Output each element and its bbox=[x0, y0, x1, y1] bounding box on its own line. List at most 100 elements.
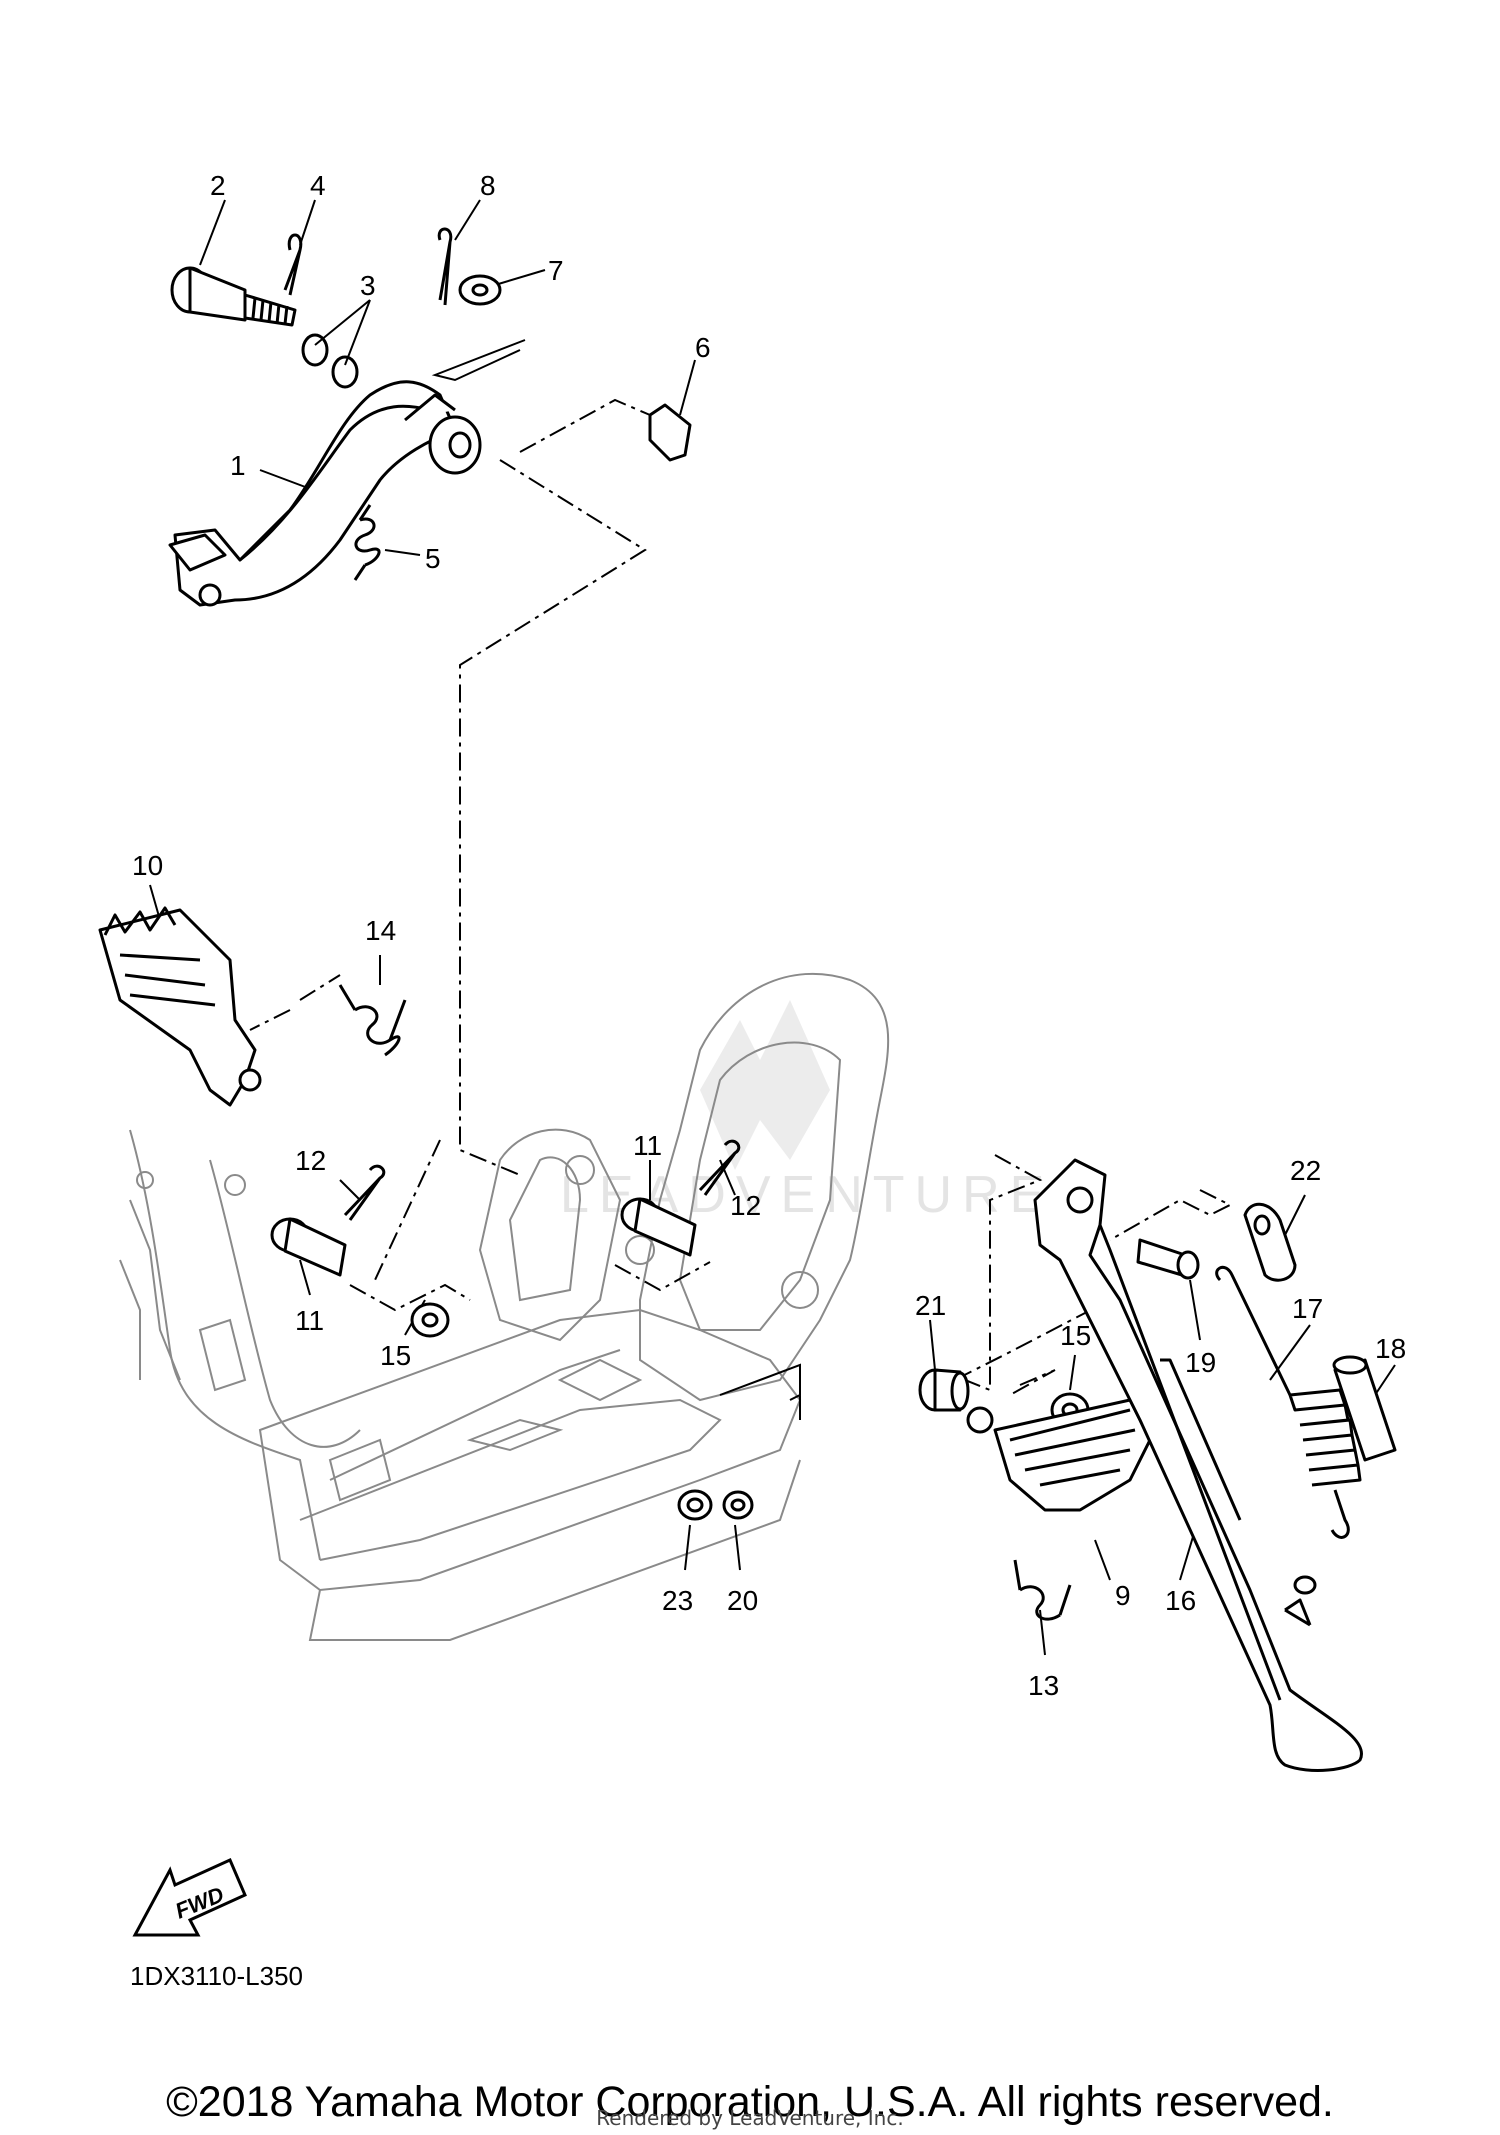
part-19-bolt bbox=[1136, 1238, 1200, 1280]
part-13-spring bbox=[1013, 1559, 1072, 1621]
ref-line-21 bbox=[924, 1299, 1111, 1396]
frame-hole-5 bbox=[136, 1171, 154, 1189]
callout-2: 2 bbox=[210, 170, 226, 201]
frame-bracket bbox=[198, 1318, 392, 1502]
part-2-pivot-shaft bbox=[170, 266, 297, 327]
part-1-pedal-pivot bbox=[198, 583, 222, 607]
part-7-washer bbox=[458, 274, 502, 306]
leader-22 bbox=[1284, 1194, 1306, 1236]
leader-19 bbox=[1189, 1279, 1201, 1341]
callout-16: 16 bbox=[1165, 1585, 1196, 1616]
leader-5 bbox=[384, 549, 421, 556]
leader-8b bbox=[431, 339, 526, 382]
part-5-torsion-spring bbox=[353, 504, 381, 581]
part-21-collar bbox=[918, 1368, 970, 1412]
leader-21 bbox=[929, 1319, 936, 1371]
part-1-pedal-boss-hole bbox=[448, 431, 472, 459]
parts bbox=[98, 227, 1397, 1772]
frame-hole-3 bbox=[565, 1155, 595, 1185]
callout-19: 19 bbox=[1185, 1347, 1216, 1378]
part-14-spring bbox=[338, 984, 407, 1057]
callout-12-left: 12 bbox=[295, 1145, 326, 1176]
part-3-o-ring-a bbox=[301, 333, 329, 367]
fwd-arrow: FWD bbox=[132, 1858, 247, 1937]
callout-12-right: 12 bbox=[730, 1190, 761, 1221]
callout-7: 7 bbox=[548, 255, 564, 286]
callout-labels: 1 2 3 4 5 6 7 8 9 10 11 11 12 12 13 14 1… bbox=[132, 170, 1406, 1701]
frame-tube-3 bbox=[329, 1349, 621, 1481]
leader-18 bbox=[1374, 1364, 1396, 1396]
ref-line-11-left bbox=[349, 1283, 471, 1312]
part-20-washer bbox=[722, 1490, 754, 1520]
frame-left-section bbox=[129, 1129, 321, 1561]
frame-mount bbox=[478, 1128, 622, 1342]
part-3-o-ring-b bbox=[331, 355, 359, 389]
ref-line-stand bbox=[939, 1154, 1043, 1392]
callout-10: 10 bbox=[132, 850, 163, 881]
part-17-spring bbox=[1215, 1265, 1362, 1539]
leader-lines bbox=[149, 199, 1396, 1656]
rendered-by-credit: Rendered by LeadVenture, Inc. bbox=[596, 2106, 904, 2130]
ref-line-shaft bbox=[459, 459, 647, 1176]
callout-6: 6 bbox=[695, 332, 711, 363]
part-22-plate bbox=[1243, 1202, 1297, 1282]
part-11-pin-left bbox=[270, 1217, 347, 1277]
callout-18: 18 bbox=[1375, 1333, 1406, 1364]
leader-2 bbox=[199, 199, 226, 266]
part-11-pin-right bbox=[620, 1197, 697, 1257]
frame-tube-1 bbox=[258, 1308, 802, 1592]
frame-hole-4 bbox=[224, 1174, 246, 1196]
callout-17: 17 bbox=[1292, 1293, 1323, 1324]
part-12-cotter-left bbox=[343, 1164, 386, 1221]
ref-line-12-left bbox=[374, 1139, 441, 1281]
leader-20 bbox=[734, 1524, 741, 1571]
reference-lines bbox=[249, 398, 1233, 1396]
leader-23 bbox=[684, 1524, 691, 1571]
leader-20-23-bracket bbox=[719, 1363, 801, 1420]
callout-9: 9 bbox=[1115, 1580, 1131, 1611]
leader-3b bbox=[344, 299, 371, 366]
copyright-notice: ©2018 Yamaha Motor Corporation, U.S.A. A… bbox=[166, 2078, 1334, 2126]
part-16-sidestand bbox=[1033, 1158, 1364, 1772]
part-12-cotter-right bbox=[698, 1139, 741, 1196]
frame-tube-2 bbox=[299, 1398, 722, 1561]
frame-hole-1 bbox=[781, 1271, 819, 1309]
leader-3a bbox=[314, 299, 371, 346]
frame-hole-2 bbox=[625, 1235, 655, 1265]
part-1-brake-pedal-inner bbox=[239, 404, 431, 562]
frame-bottom bbox=[308, 1459, 801, 1641]
leader-7 bbox=[494, 269, 546, 286]
part-6-pin bbox=[648, 403, 692, 462]
leader-11-left bbox=[299, 1259, 311, 1296]
callout-11-left: 11 bbox=[295, 1305, 324, 1336]
frame-mount-inner bbox=[508, 1156, 582, 1302]
frame-left-section-2 bbox=[209, 1159, 361, 1448]
callout-23: 23 bbox=[662, 1585, 693, 1616]
callout-15-right: 15 bbox=[1060, 1320, 1091, 1351]
callout-20: 20 bbox=[727, 1585, 758, 1616]
callout-14: 14 bbox=[365, 915, 396, 946]
callout-21: 21 bbox=[915, 1290, 946, 1321]
callout-8: 8 bbox=[480, 170, 496, 201]
part-23-nut bbox=[677, 1489, 713, 1521]
part-1-pedal-arm bbox=[404, 393, 456, 422]
callout-1: 1 bbox=[230, 450, 246, 481]
part-1-pedal-tip bbox=[168, 533, 227, 572]
callout-22: 22 bbox=[1290, 1155, 1321, 1186]
leader-4 bbox=[299, 199, 316, 246]
part-8-cotter-pin bbox=[437, 227, 453, 306]
ref-line-15-right bbox=[1009, 1369, 1056, 1396]
part-4-clip bbox=[283, 233, 303, 296]
callout-5: 5 bbox=[425, 543, 441, 574]
callout-15-left: 15 bbox=[380, 1340, 411, 1371]
callout-4: 4 bbox=[310, 170, 326, 201]
engine-case bbox=[639, 972, 890, 1402]
part-15-washer-left bbox=[410, 1302, 450, 1338]
frame-left-rail bbox=[119, 1199, 181, 1381]
ref-line-footrest-10 bbox=[249, 974, 341, 1031]
part-9-footrest bbox=[966, 1398, 1152, 1512]
ref-line-22 bbox=[1109, 1189, 1233, 1241]
leader-8 bbox=[454, 199, 481, 241]
leader-6 bbox=[679, 359, 696, 416]
